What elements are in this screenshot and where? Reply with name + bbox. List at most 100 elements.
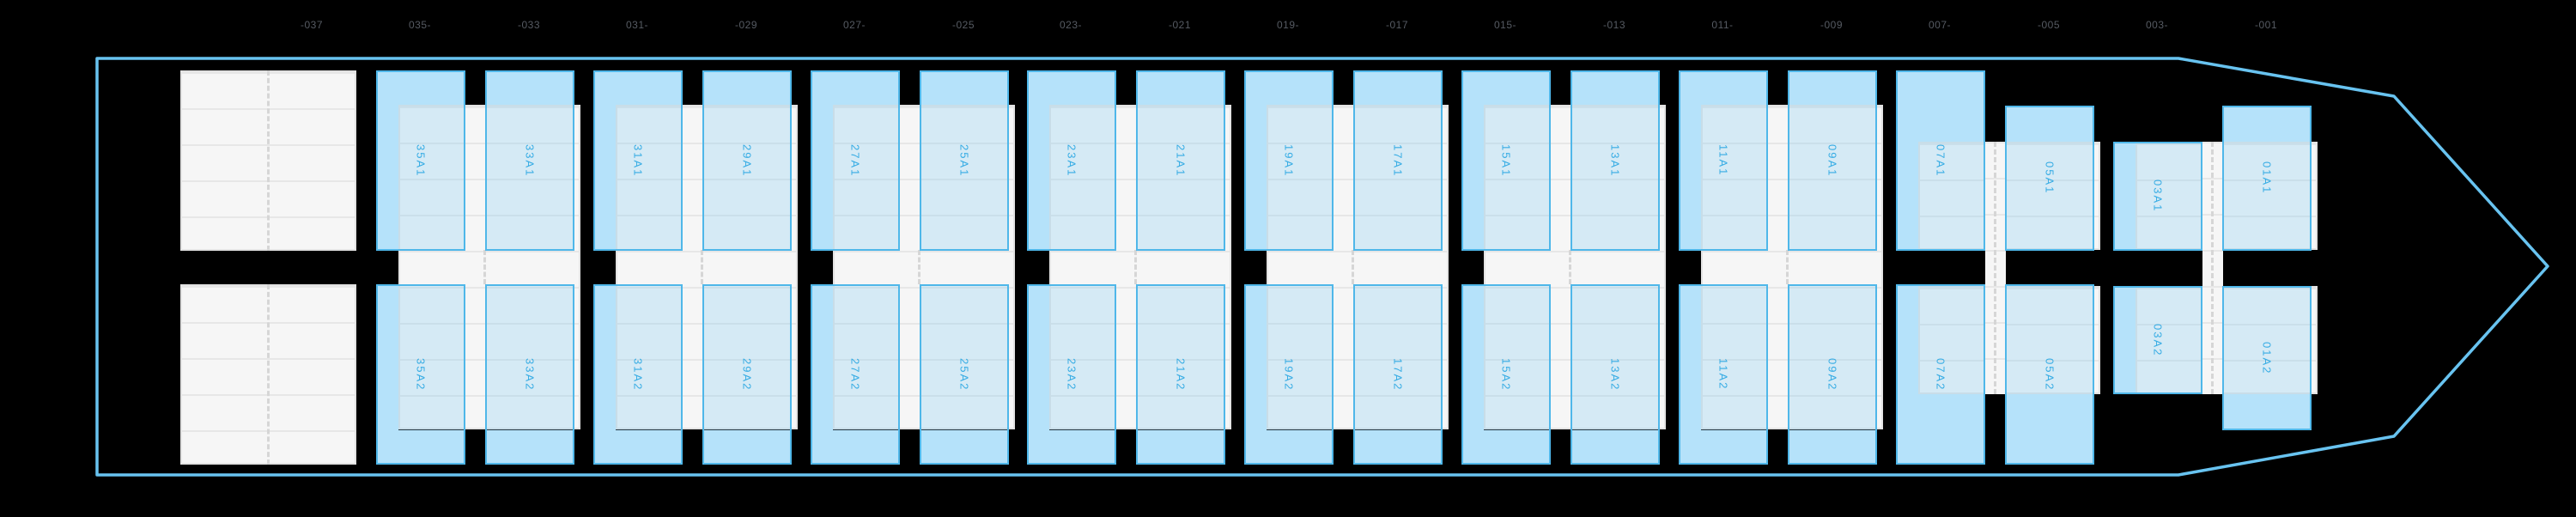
grid-divider-dashed: [1786, 250, 1789, 284]
bay-31A2[interactable]: 31A2: [593, 284, 683, 465]
bay-label: 03A2: [2151, 323, 2165, 357]
bay-number-label: -033: [517, 19, 541, 31]
bay-solid-region: [1138, 72, 1224, 105]
slot-grid-19-17: [1267, 105, 1449, 429]
bay-label: 23A1: [1065, 143, 1078, 178]
bay-27A1[interactable]: 27A1: [811, 70, 900, 251]
grid-divider-dashed: [1352, 250, 1354, 284]
bay-label: 17A1: [1391, 143, 1405, 178]
bay-solid-region: [1138, 430, 1224, 463]
slot-grid-07-05-bottom: [1918, 286, 2100, 394]
bay-23A2[interactable]: 23A2: [1027, 284, 1116, 465]
bay-23A1[interactable]: 23A1: [1027, 70, 1116, 251]
bay-label: 21A2: [1174, 357, 1188, 392]
bay-solid-region: [1572, 72, 1658, 105]
bay-label: 17A2: [1391, 357, 1405, 392]
bay-label: 35A2: [414, 357, 428, 392]
grid-divider-dashed: [1134, 250, 1137, 284]
bay-01A1[interactable]: 01A1: [2222, 106, 2312, 251]
bay-label: 29A1: [740, 143, 754, 178]
bay-solid-region: [1029, 72, 1049, 249]
bay-15A2[interactable]: 15A2: [1461, 284, 1551, 465]
bay-01A2[interactable]: 01A2: [2222, 286, 2312, 430]
bay-number-label: 003-: [2145, 19, 2169, 31]
bay-05A1[interactable]: 05A1: [2005, 106, 2094, 251]
bay-35A1[interactable]: 35A1: [376, 70, 465, 251]
bay-number-label: -037: [300, 19, 324, 31]
bay-solid-region: [1898, 72, 1918, 249]
bay-17A1[interactable]: 17A1: [1353, 70, 1443, 251]
bay-11A2[interactable]: 11A2: [1679, 284, 1768, 465]
bay-number-label: -025: [951, 19, 975, 31]
bay-solid-region: [487, 430, 573, 463]
bay-solid-region: [1029, 286, 1049, 463]
bay-number-label: 015-: [1493, 19, 1517, 31]
bay-25A2[interactable]: 25A2: [920, 284, 1009, 465]
bay-solid-region: [2115, 288, 2136, 392]
bay-07A1[interactable]: 07A1: [1896, 70, 1985, 251]
bay-number-label: 023-: [1059, 19, 1083, 31]
bay-label: 13A2: [1608, 357, 1622, 392]
bay-35A2[interactable]: 35A2: [376, 284, 465, 465]
bay-solid-region: [378, 72, 398, 249]
bay-29A1[interactable]: 29A1: [702, 70, 792, 251]
bay-31A1[interactable]: 31A1: [593, 70, 683, 251]
bay-19A2[interactable]: 19A2: [1244, 284, 1334, 465]
bay-number-label: -013: [1602, 19, 1626, 31]
bay-11A1[interactable]: 11A1: [1679, 70, 1768, 251]
bay-19A1[interactable]: 19A1: [1244, 70, 1334, 251]
bay-label: 27A2: [848, 357, 862, 392]
bay-15A1[interactable]: 15A1: [1461, 70, 1551, 251]
bay-25A1[interactable]: 25A1: [920, 70, 1009, 251]
bay-number-label: -001: [2254, 19, 2278, 31]
bay-number-label: -017: [1385, 19, 1409, 31]
bay-label: 21A1: [1174, 143, 1188, 178]
bay-number-label: -005: [2037, 19, 2061, 31]
bay-21A1[interactable]: 21A1: [1136, 70, 1225, 251]
bay-solid-region: [595, 72, 616, 249]
bay-21A2[interactable]: 21A2: [1136, 284, 1225, 465]
bay-solid-region: [1355, 72, 1441, 105]
bay-29A2[interactable]: 29A2: [702, 284, 792, 465]
grid-divider-dashed: [918, 250, 920, 284]
bay-13A1[interactable]: 13A1: [1571, 70, 1660, 251]
bay-05A2[interactable]: 05A2: [2005, 284, 2094, 465]
bay-label: 27A1: [848, 143, 862, 178]
grid-divider-dashed: [267, 70, 270, 251]
bay-27A2[interactable]: 27A2: [811, 284, 900, 465]
bay-09A2[interactable]: 09A2: [1788, 284, 1877, 465]
grid-divider-dashed: [701, 250, 703, 284]
bay-label: 31A1: [631, 143, 645, 178]
bay-17A2[interactable]: 17A2: [1353, 284, 1443, 465]
bay-label: 11A1: [1716, 144, 1730, 177]
bay-solid-region: [812, 286, 833, 463]
bay-solid-region: [2224, 107, 2310, 142]
bay-number-label: 027-: [842, 19, 866, 31]
bay-03A2[interactable]: 03A2: [2113, 286, 2202, 394]
bay-solid-region: [2007, 107, 2093, 142]
bay-number-label: -021: [1168, 19, 1192, 31]
bay-13A2[interactable]: 13A2: [1571, 284, 1660, 465]
slot-grid-07-05-top: [1918, 142, 2100, 250]
bay-label: 01A2: [2260, 341, 2274, 375]
bay-label: 31A2: [631, 357, 645, 392]
bay-solid-region: [595, 286, 616, 463]
slot-grid-35-33: [398, 105, 580, 429]
bay-label: 33A1: [523, 143, 537, 178]
bay-09A1[interactable]: 09A1: [1788, 70, 1877, 251]
bay-33A1[interactable]: 33A1: [485, 70, 574, 251]
ship-hull-polygon: [95, 57, 2549, 477]
bay-07A2[interactable]: 07A2: [1896, 284, 1985, 465]
bay-33A2[interactable]: 33A2: [485, 284, 574, 465]
bay-solid-region: [704, 430, 790, 463]
bay-solid-region: [812, 72, 833, 249]
slot-grid-03-01-bottom: [2136, 286, 2318, 394]
bay-solid-region: [1355, 430, 1441, 463]
bay-label: 23A2: [1065, 357, 1078, 392]
bay-number-label: 031-: [625, 19, 649, 31]
bay-label: 15A1: [1499, 143, 1513, 178]
bay-label: 07A1: [1934, 143, 1947, 178]
bay-03A1[interactable]: 03A1: [2113, 142, 2202, 251]
